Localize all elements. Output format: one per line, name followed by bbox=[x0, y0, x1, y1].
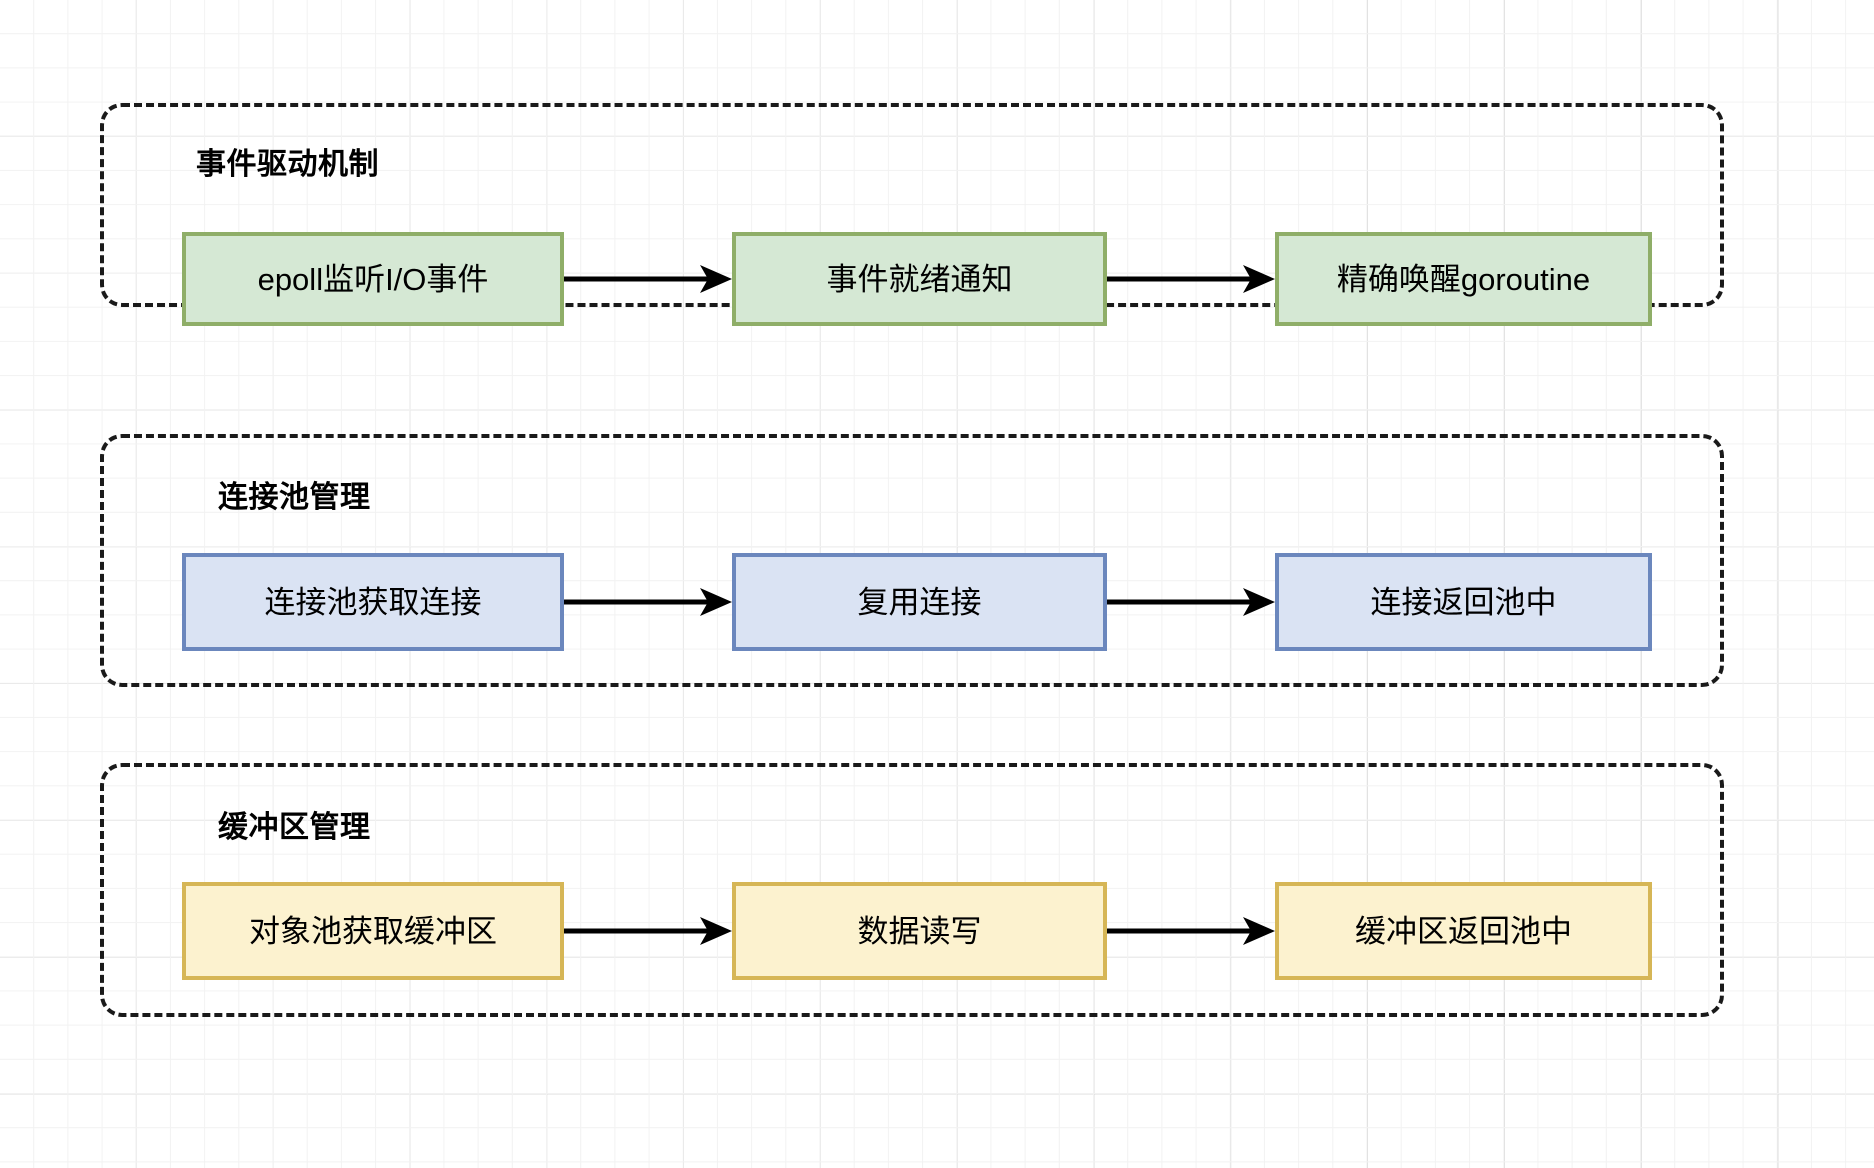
node-return-conn[interactable]: 连接返回池中 bbox=[1275, 553, 1652, 651]
node-wake-goroutine[interactable]: 精确唤醒goroutine bbox=[1275, 232, 1652, 326]
group-title-buffer-management: 缓冲区管理 bbox=[218, 811, 371, 844]
node-return-buffer[interactable]: 缓冲区返回池中 bbox=[1275, 882, 1652, 980]
group-title-connection-pool: 连接池管理 bbox=[218, 481, 371, 514]
node-objpool-acquire[interactable]: 对象池获取缓冲区 bbox=[182, 882, 564, 980]
node-reuse-conn[interactable]: 复用连接 bbox=[732, 553, 1107, 651]
group-title-event-driven: 事件驱动机制 bbox=[196, 148, 379, 181]
node-epoll-watch[interactable]: epoll监听I/O事件 bbox=[182, 232, 564, 326]
group-buffer-management bbox=[100, 763, 1724, 1017]
group-connection-pool bbox=[100, 434, 1724, 687]
node-pool-acquire[interactable]: 连接池获取连接 bbox=[182, 553, 564, 651]
node-event-ready[interactable]: 事件就绪通知 bbox=[732, 232, 1107, 326]
node-data-rw[interactable]: 数据读写 bbox=[732, 882, 1107, 980]
